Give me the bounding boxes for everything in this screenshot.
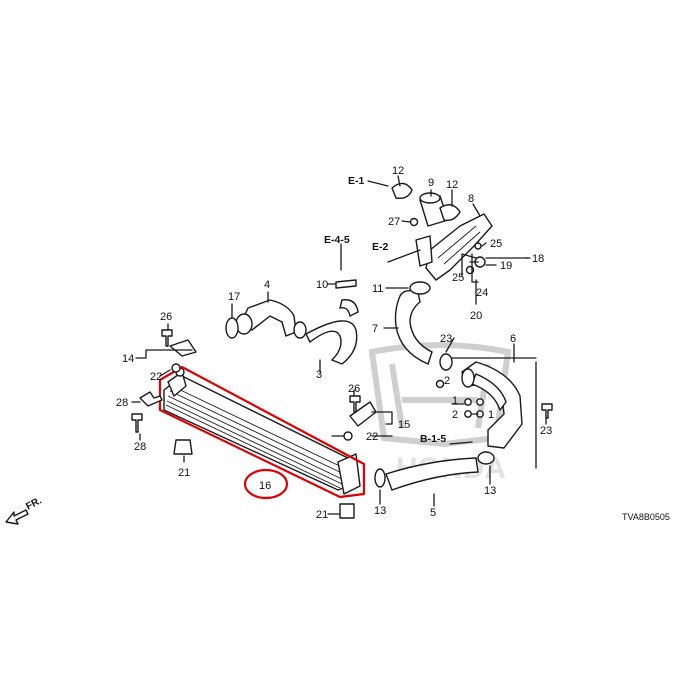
pipe-6-part[interactable] xyxy=(461,361,523,449)
label-part-18: 18 xyxy=(532,253,544,265)
hose-7-part[interactable] xyxy=(394,289,433,365)
label-part-22: 22 xyxy=(150,371,162,383)
bracket-e2-part[interactable] xyxy=(415,235,433,267)
label-part-7: 7 xyxy=(372,323,378,335)
label-part-24: 24 xyxy=(476,287,488,299)
clamp-13a-part[interactable] xyxy=(374,468,386,488)
grommet-21b-part[interactable] xyxy=(339,503,355,519)
label-part-12: 12 xyxy=(392,165,404,177)
forward-arrow-icon xyxy=(5,509,29,525)
forward-label: FR. xyxy=(24,495,44,512)
label-part-2: 2 xyxy=(452,409,458,421)
label-part-2: 2 xyxy=(444,375,450,387)
label-part-3: 3 xyxy=(316,369,322,381)
label-part-12: 12 xyxy=(446,179,458,191)
label-part-26: 26 xyxy=(348,383,360,395)
pin-10-part[interactable] xyxy=(335,279,357,289)
grommet-22a-part[interactable] xyxy=(171,363,181,373)
highlight-outline xyxy=(158,365,366,499)
clamp-6a-part[interactable] xyxy=(439,353,453,371)
label-part-6: 6 xyxy=(510,333,516,345)
label-part-22: 22 xyxy=(366,431,378,443)
drawing-code: TVA8B0505 xyxy=(622,512,670,522)
label-part-1: 1 xyxy=(452,395,458,407)
bolt-23b-part[interactable] xyxy=(541,403,553,419)
bolt-23a-part[interactable] xyxy=(435,379,445,389)
label-part-1: 1 xyxy=(488,409,494,421)
grommet-21a-part[interactable] xyxy=(173,439,193,455)
bolt-28b-part[interactable] xyxy=(131,413,143,433)
label-part-10: 10 xyxy=(316,279,328,291)
ref-b15[interactable]: B-1-5 xyxy=(420,433,446,445)
ref-e45[interactable]: E-4-5 xyxy=(324,234,350,246)
label-part-15: 15 xyxy=(398,419,410,431)
tube-9-part[interactable] xyxy=(419,192,449,227)
bolt-27-part[interactable] xyxy=(409,217,419,227)
intercooler-part[interactable] xyxy=(163,367,361,495)
leader-lines xyxy=(131,175,547,515)
grommet-22b-part[interactable] xyxy=(343,431,353,441)
label-part-27: 27 xyxy=(388,216,400,228)
gasket-17-part[interactable] xyxy=(225,317,239,339)
label-part-14: 14 xyxy=(122,353,134,365)
ref-e1[interactable]: E-1 xyxy=(348,175,365,187)
label-part-21: 21 xyxy=(316,509,328,521)
clamp-12b-part[interactable] xyxy=(439,204,461,222)
clamp-13b-part[interactable] xyxy=(477,451,495,465)
label-part-25: 25 xyxy=(452,272,464,284)
label-part-13: 13 xyxy=(484,485,496,497)
bolt-28a-part[interactable] xyxy=(139,391,163,407)
duct-8-part[interactable] xyxy=(425,213,493,281)
label-part-4: 4 xyxy=(264,279,270,291)
label-part-25: 25 xyxy=(490,238,502,250)
ref-e2[interactable]: E-2 xyxy=(372,241,389,253)
label-part-16: 16 xyxy=(259,480,271,492)
label-part-26: 26 xyxy=(160,311,172,323)
clamp-12a-part[interactable] xyxy=(391,182,413,200)
hose-5-part[interactable] xyxy=(385,457,479,491)
label-part-8: 8 xyxy=(468,193,474,205)
hose-3-part[interactable] xyxy=(305,299,359,365)
clamp-11-part[interactable] xyxy=(293,321,307,339)
label-part-13: 13 xyxy=(374,505,386,517)
label-part-11: 11 xyxy=(372,283,383,295)
label-part-21: 21 xyxy=(178,467,190,479)
label-part-5: 5 xyxy=(430,507,436,519)
bolt-26b-part[interactable] xyxy=(349,395,361,413)
label-part-9: 9 xyxy=(428,177,434,189)
label-part-23: 23 xyxy=(440,333,452,345)
label-part-23: 23 xyxy=(540,425,552,437)
clamp-upper-part[interactable] xyxy=(409,281,431,295)
bolt-26a-part[interactable] xyxy=(161,329,173,347)
bracket-14-part[interactable] xyxy=(169,339,197,357)
highlight-circle xyxy=(243,468,289,500)
label-part-20: 20 xyxy=(470,310,482,322)
label-part-28: 28 xyxy=(134,441,146,453)
label-part-17: 17 xyxy=(228,291,240,303)
pipe-4-part[interactable] xyxy=(235,299,297,337)
label-part-28: 28 xyxy=(116,397,128,409)
label-part-19: 19 xyxy=(500,260,512,272)
